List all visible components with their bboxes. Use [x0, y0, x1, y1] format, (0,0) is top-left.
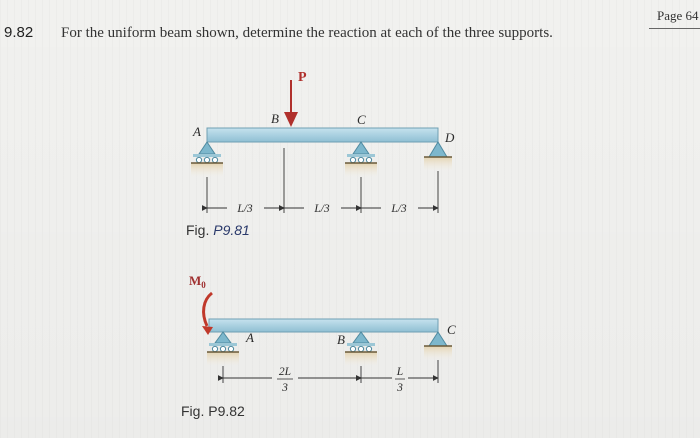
problem-statement: For the uniform beam shown, determine th… [61, 25, 553, 41]
dim-l3-numerator: L [396, 366, 403, 378]
problem-number: 9.82 [4, 24, 34, 41]
dim-2l3-numerator: 2L [279, 366, 291, 378]
moment-m0-arrow [202, 291, 214, 335]
caption-prefix-1: Fig. [186, 222, 214, 238]
beam-2 [208, 318, 439, 333]
support-a-roller [191, 141, 223, 177]
page-label: Page 64 [657, 8, 699, 23]
dim-label-3: L/3 [390, 203, 407, 215]
support-b-roller-2 [345, 331, 377, 366]
label-a-2: A [245, 330, 254, 345]
label-p: P [298, 70, 307, 85]
support-c-roller [345, 141, 377, 177]
support-c-pin-2 [424, 331, 452, 360]
label-b-2: B [337, 332, 345, 347]
dim-label-1: L/3 [236, 203, 253, 215]
dim-fraction-l3: L 3 [395, 366, 405, 394]
dim-fraction-2l3: 2L 3 [277, 366, 293, 394]
caption-number-2: P9.82 [208, 403, 245, 419]
label-b-1: B [271, 111, 279, 126]
figure-p9-81: P A B C D L/3 L/3 L/3 [191, 70, 455, 215]
caption-prefix-2: Fig. [181, 403, 209, 419]
label-c-2: C [447, 322, 456, 337]
dim-label-2: L/3 [313, 203, 330, 215]
load-p-arrow [284, 80, 298, 127]
figure-p9-82: M0 A B C [189, 273, 456, 394]
support-a-roller-2 [207, 331, 239, 366]
beam-1 [206, 127, 439, 143]
figure-caption-p9-82: Fig. P9.82 [181, 403, 245, 419]
label-d-1: D [444, 130, 455, 145]
support-d-pin [424, 141, 452, 171]
label-a-1: A [192, 124, 201, 139]
label-c-1: C [357, 112, 366, 127]
page-rule [649, 28, 700, 29]
label-moment: M0 [189, 273, 206, 290]
figure-caption-p9-81: Fig. P9.81 [186, 222, 250, 238]
dim-l3-denominator: 3 [396, 382, 403, 394]
caption-number-1: P9.81 [213, 222, 250, 238]
dim-2l3-denominator: 3 [281, 382, 288, 394]
